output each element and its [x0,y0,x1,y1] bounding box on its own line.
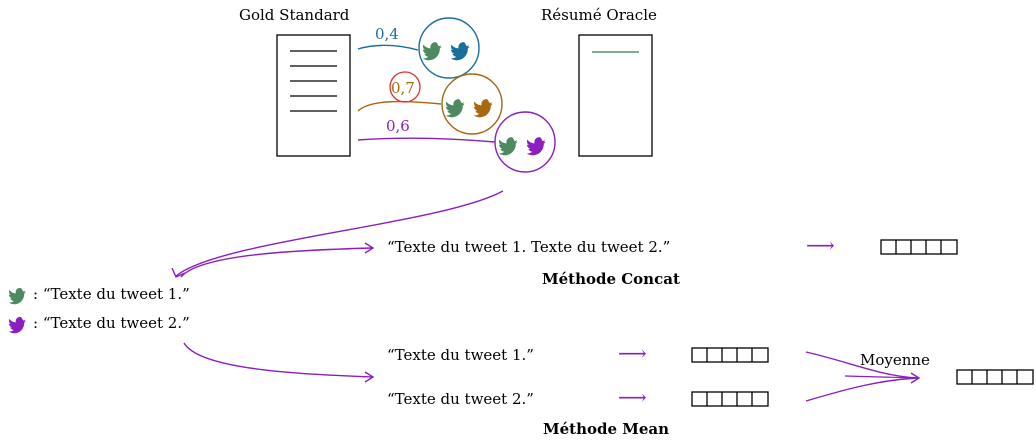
mean-vector-2 [691,391,769,407]
merge-arrow-top [805,351,919,379]
arrow-to-mean [183,342,373,378]
arrowhead [910,372,921,384]
score-label: 0,6 [386,117,410,135]
highlight-circle [389,71,421,103]
merge-line [844,375,919,379]
merge-arrow-bottom [805,377,919,402]
oracle-summary-document [578,34,653,157]
tweet-pair-2 [441,73,503,135]
arrowhead [364,242,375,254]
connector-purple [357,137,496,143]
arrowhead [364,371,375,383]
connector-orange [357,100,442,112]
score-label: 0,4 [375,25,399,43]
score-label: 0,7 [391,79,415,97]
average-label: Moyenne [860,351,930,369]
connector-blue [357,44,419,51]
concat-method-title: Méthode Concat [542,270,680,288]
concat-text: “Texte du tweet 1. Texte du tweet 2.” [387,238,671,256]
mean-tweet-2-text: “Texte du tweet 2.” [387,390,534,408]
mean-arrow-1: ⟶ [618,341,647,365]
tweet-pair-1 [418,17,480,79]
tweet-bird-icon [8,287,26,305]
mean-vector-1 [691,347,769,363]
tweet-pair-3 [494,111,556,173]
concat-vector [880,239,958,255]
mean-tweet-1-text: “Texte du tweet 1.” [387,346,534,364]
oracle-summary-label: Résumé Oracle [541,6,657,24]
gold-standard-document [276,34,351,157]
averaged-vector [956,369,1034,385]
mean-method-title: Méthode Mean [543,420,670,438]
mean-arrow-2: ⟶ [618,385,647,409]
gold-standard-label: Gold Standard [239,6,350,24]
arrowhead [171,267,186,278]
tweet-bird-icon [8,316,26,334]
concat-arrow: ⟶ [806,233,835,257]
tweet-1-text: : “Texte du tweet 1.” [33,285,190,303]
tweet-2-text: : “Texte du tweet 2.” [33,314,190,332]
arrow-to-concat [180,247,373,278]
arrow-to-tweets [175,190,504,277]
